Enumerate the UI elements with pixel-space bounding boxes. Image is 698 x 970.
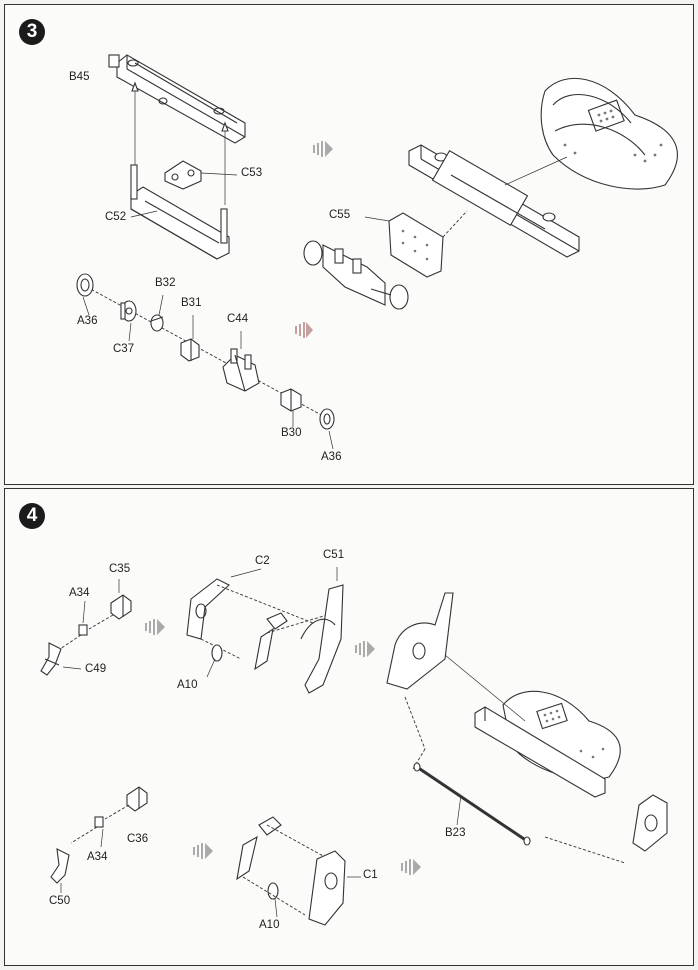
label-a10-bottom: A10 [259, 919, 280, 931]
label-c50: C50 [49, 895, 71, 907]
direction-arrow-icon [313, 141, 333, 157]
step-number-badge: 3 [19, 19, 45, 45]
step-4-drawing [40, 567, 668, 926]
label-b32: B32 [155, 277, 176, 289]
part-a36-left [76, 273, 94, 297]
step-number-badge: 4 [19, 503, 45, 529]
direction-arrow-icon [401, 859, 421, 875]
label-c52: C52 [105, 211, 127, 223]
direction-arrow-icon [145, 619, 165, 635]
part-b32 [150, 314, 164, 332]
part-a34-bottom [94, 816, 104, 828]
part-a34-top [78, 624, 88, 636]
label-c55: C55 [329, 209, 351, 221]
label-b23: B23 [445, 827, 466, 839]
direction-arrow-icon [193, 843, 213, 859]
part-arm-left [254, 612, 288, 671]
part-a10-bottom [267, 882, 279, 900]
part-c2 [186, 578, 230, 640]
label-c53: C53 [241, 167, 263, 179]
label-a34-top: A34 [69, 587, 90, 599]
part-c51 [300, 584, 344, 694]
part-b30 [280, 388, 302, 412]
assembly-step-3 [303, 77, 678, 310]
label-a10-top: A10 [177, 679, 198, 691]
part-a36-right [319, 408, 335, 430]
part-b45 [108, 54, 246, 144]
label-b45: B45 [69, 71, 90, 83]
part-c35 [110, 594, 132, 620]
label-a36-right: A36 [321, 451, 342, 463]
label-c1: C1 [363, 869, 378, 881]
label-a34-bottom: A34 [87, 851, 108, 863]
direction-arrow-icon [295, 322, 313, 338]
part-b23 [413, 762, 531, 846]
part-c49 [40, 642, 62, 676]
label-c44: C44 [227, 313, 249, 325]
part-a10-top [211, 644, 223, 662]
part-arm-bottom [236, 816, 282, 881]
part-c37 [120, 300, 137, 322]
label-c49: C49 [85, 663, 107, 675]
label-c36: C36 [127, 833, 149, 845]
part-c44 [222, 348, 260, 392]
step-4-panel: 4 [4, 488, 694, 966]
label-b30: B30 [281, 427, 302, 439]
assembly-step-4 [386, 592, 668, 852]
part-b31 [180, 338, 200, 362]
step-3-drawing [76, 54, 678, 450]
part-c53 [164, 160, 202, 190]
label-c2: C2 [255, 555, 270, 567]
part-c1 [308, 850, 346, 926]
label-c35: C35 [109, 563, 131, 575]
part-c36 [126, 786, 148, 812]
label-c51: C51 [323, 549, 345, 561]
label-a36-left: A36 [77, 315, 98, 327]
label-c37: C37 [113, 343, 135, 355]
direction-arrow-icon [355, 641, 375, 657]
part-c52 [130, 164, 230, 260]
step-3-panel: 3 [4, 4, 694, 485]
label-b31: B31 [181, 297, 202, 309]
part-c50 [50, 848, 70, 884]
